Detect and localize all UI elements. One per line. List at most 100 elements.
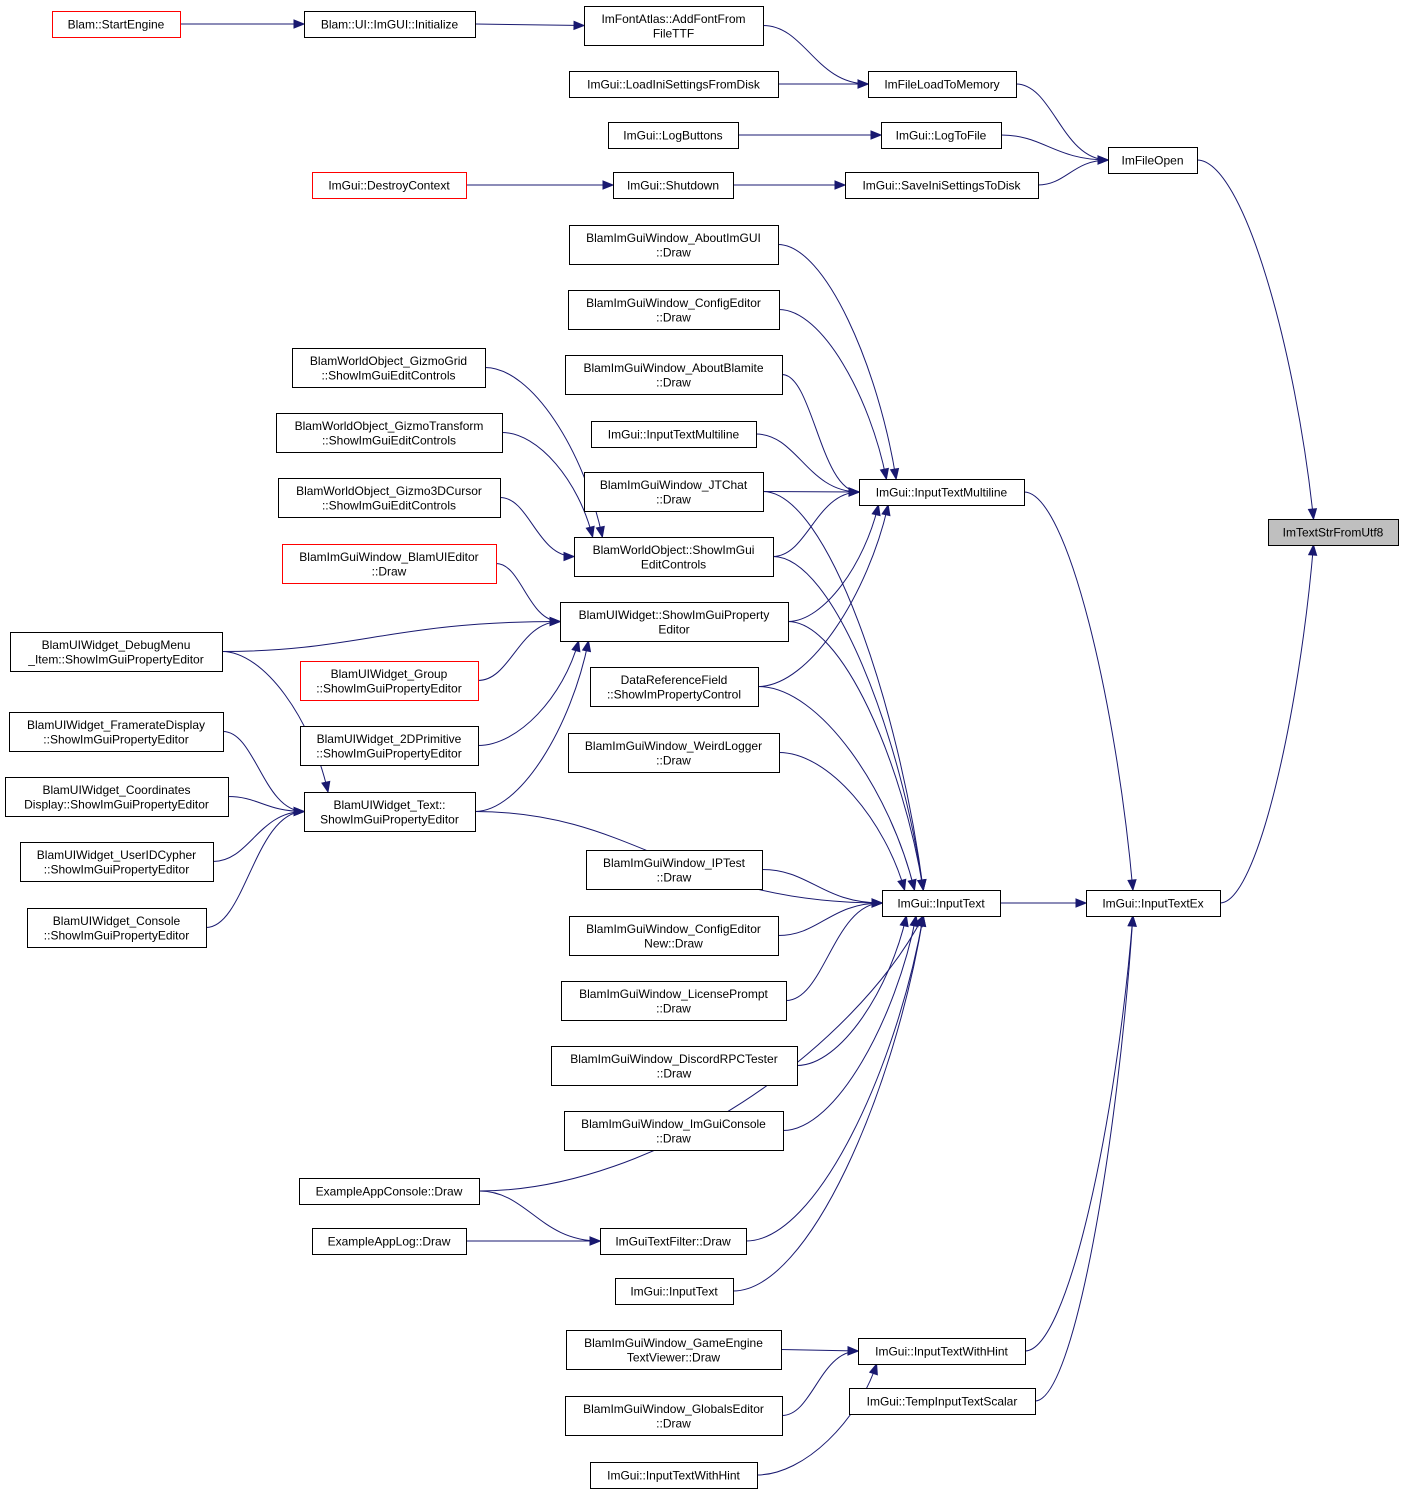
node-label: BlamUIWidget_2DPrimitive — [317, 732, 462, 746]
node-save-ini[interactable]: ImGui::SaveIniSettingsToDisk — [845, 172, 1039, 199]
node-label: BlamWorldObject::ShowImGui — [593, 543, 755, 557]
node-prim2d[interactable]: BlamUIWidget_2DPrimitive::ShowImGuiPrope… — [300, 726, 479, 766]
node-log-to-file[interactable]: ImGui::LogToFile — [881, 122, 1002, 149]
node-box — [608, 122, 739, 149]
node-userid[interactable]: BlamUIWidget_UserIDCypher::ShowImGuiProp… — [20, 842, 214, 882]
node-input-ml-caller[interactable]: ImGui::InputTextMultiline — [591, 421, 757, 448]
node-debug-menu[interactable]: BlamUIWidget_DebugMenu_Item::ShowImGuiPr… — [10, 632, 223, 672]
node-app-console[interactable]: ExampleAppConsole::Draw — [299, 1178, 480, 1205]
node-input-ml[interactable]: ImGui::InputTextMultiline — [859, 479, 1025, 506]
node-destroy-ctx[interactable]: ImGui::DestroyContext — [312, 172, 467, 199]
node-about-blamite[interactable]: BlamImGuiWindow_AboutBlamite::Draw — [565, 355, 783, 395]
node-globals[interactable]: BlamImGuiWindow_GlobalsEditor::Draw — [565, 1396, 783, 1436]
edge-arrowhead — [871, 898, 884, 908]
node-box — [849, 1388, 1036, 1415]
edge-line — [1024, 915, 1134, 1352]
edge-widget-prop-to-input-text — [787, 621, 927, 892]
node-file-load[interactable]: ImFileLoadToMemory — [868, 71, 1017, 98]
node-box — [5, 777, 229, 817]
node-log-buttons[interactable]: ImGui::LogButtons — [608, 122, 739, 149]
edge-shutdown-to-save-ini — [733, 180, 847, 190]
node-target: ImTextStrFromUtf8 — [1268, 519, 1399, 546]
edge-arrowhead — [293, 19, 306, 29]
node-gizmo-3d[interactable]: BlamWorldObject_Gizmo3DCursor::ShowImGui… — [278, 478, 501, 518]
node-group[interactable]: BlamUIWidget_Group::ShowImGuiPropertyEdi… — [300, 661, 479, 701]
node-box — [566, 1330, 782, 1370]
edge-arrowhead — [573, 20, 586, 31]
node-label: ::ShowImGuiPropertyEditor — [44, 862, 189, 876]
node-text-filter[interactable]: ImGuiTextFilter::Draw — [600, 1228, 747, 1255]
edge-arrowhead — [563, 551, 576, 562]
node-gizmo-grid[interactable]: BlamWorldObject_GizmoGrid::ShowImGuiEdit… — [292, 348, 486, 388]
node-widget-prop[interactable]: BlamUIWidget::ShowImGuiPropertyEditor — [560, 602, 789, 642]
edge-arrowhead — [585, 525, 595, 539]
edge-line — [1196, 159, 1314, 520]
node-weird-logger[interactable]: BlamImGuiWindow_WeirdLogger::Draw — [568, 733, 780, 773]
node-box — [561, 981, 787, 1021]
node-ui-init[interactable]: Blam::UI::ImGUI::Initialize — [304, 11, 476, 38]
node-file-open[interactable]: ImFileOpen — [1108, 147, 1198, 174]
node-console-widget[interactable]: BlamUIWidget_Console::ShowImGuiPropertyE… — [27, 908, 207, 948]
node-input-text-ex[interactable]: ImGui::InputTextEx — [1086, 890, 1221, 917]
node-game-engine[interactable]: BlamImGuiWindow_GameEngineTextViewer::Dr… — [566, 1330, 782, 1370]
node-label: ImGui::InputText — [897, 897, 985, 911]
node-box — [20, 842, 214, 882]
node-temp-scalar[interactable]: ImGui::TempInputTextScalar — [849, 1388, 1036, 1415]
node-app-log[interactable]: ExampleAppLog::Draw — [312, 1228, 467, 1255]
edge-globals-to-with-hint — [781, 1346, 860, 1416]
node-label: ::Draw — [656, 245, 691, 259]
node-label: ::Draw — [656, 753, 691, 767]
node-box — [568, 290, 780, 330]
edge-line — [1023, 491, 1134, 891]
node-box — [613, 172, 734, 199]
node-license[interactable]: BlamImGuiWindow_LicensePrompt::Draw — [561, 981, 787, 1021]
edge-app-console-to-text-filter — [478, 1190, 602, 1246]
node-framerate[interactable]: BlamUIWidget_FramerateDisplay::ShowImGui… — [9, 712, 224, 752]
node-text-widget[interactable]: BlamUIWidget_Text::ShowImGuiPropertyEdit… — [304, 792, 476, 832]
node-box — [304, 11, 476, 38]
edge-arrowhead — [1307, 543, 1318, 556]
node-label: ImGui::LogToFile — [896, 129, 987, 143]
edge-line — [757, 504, 889, 687]
node-input-text[interactable]: ImGui::InputText — [882, 890, 1001, 917]
node-label: BlamUIWidget_Text:: — [333, 798, 445, 812]
node-with-hint[interactable]: ImGui::InputTextWithHint — [858, 1338, 1026, 1365]
edge-temp-scalar-to-input-text-ex — [1034, 914, 1137, 1402]
node-box — [882, 890, 1001, 917]
edge-arrowhead — [889, 467, 900, 481]
node-world-obj[interactable]: BlamWorldObject::ShowImGuiEditControls — [574, 537, 774, 577]
node-about-imgui[interactable]: BlamImGuiWindow_AboutImGUI::Draw — [569, 225, 779, 265]
node-label: BlamImGuiWindow_IPTest — [603, 856, 746, 870]
node-shutdown[interactable]: ImGui::Shutdown — [613, 172, 734, 199]
node-discord[interactable]: BlamImGuiWindow_DiscordRPCTester::Draw — [551, 1046, 798, 1086]
node-label: BlamWorldObject_GizmoGrid — [310, 354, 467, 368]
node-jtchat[interactable]: BlamImGuiWindow_JTChat::Draw — [584, 472, 764, 512]
node-box — [27, 908, 207, 948]
node-label: ShowImGuiPropertyEditor — [320, 812, 459, 826]
node-config-editor[interactable]: BlamImGuiWindow_ConfigEditor::Draw — [568, 290, 780, 330]
node-label: ImTextStrFromUtf8 — [1283, 526, 1384, 540]
node-with-hint-caller[interactable]: ImGui::InputTextWithHint — [590, 1462, 758, 1489]
node-label: BlamImGuiWindow_WeirdLogger — [585, 739, 762, 753]
node-coords[interactable]: BlamUIWidget_CoordinatesDisplay::ShowImG… — [5, 777, 229, 817]
node-label: BlamWorldObject_GizmoTransform — [295, 419, 484, 433]
edge-arrowhead — [881, 503, 891, 517]
node-label: EditControls — [641, 557, 706, 571]
node-iptest[interactable]: BlamImGuiWindow_IPTest::Draw — [586, 850, 763, 890]
node-box — [278, 478, 501, 518]
edge-line — [761, 869, 883, 904]
node-label: ImGui::InputTextWithHint — [607, 1469, 740, 1483]
node-blamui-editor[interactable]: BlamImGuiWindow_BlamUIEditor::Draw — [282, 544, 497, 584]
node-label: BlamImGuiWindow_ConfigEditor — [586, 296, 761, 310]
node-data-ref[interactable]: DataReferenceField::ShowImPropertyContro… — [590, 667, 759, 707]
node-input-text-caller[interactable]: ImGui::InputText — [615, 1278, 734, 1305]
node-label: BlamUIWidget_FramerateDisplay — [27, 718, 205, 732]
edge-input-text-ex-to-target — [1219, 543, 1318, 904]
edge-input-ml-to-input-text-ex — [1023, 491, 1137, 892]
node-gizmo-transform[interactable]: BlamWorldObject_GizmoTransform::ShowImGu… — [276, 413, 503, 453]
node-start-engine[interactable]: Blam::StartEngine — [52, 11, 181, 38]
node-load-ini[interactable]: ImGui::LoadIniSettingsFromDisk — [569, 71, 779, 98]
node-imgui-console[interactable]: BlamImGuiWindow_ImGuiConsole::Draw — [564, 1111, 784, 1151]
